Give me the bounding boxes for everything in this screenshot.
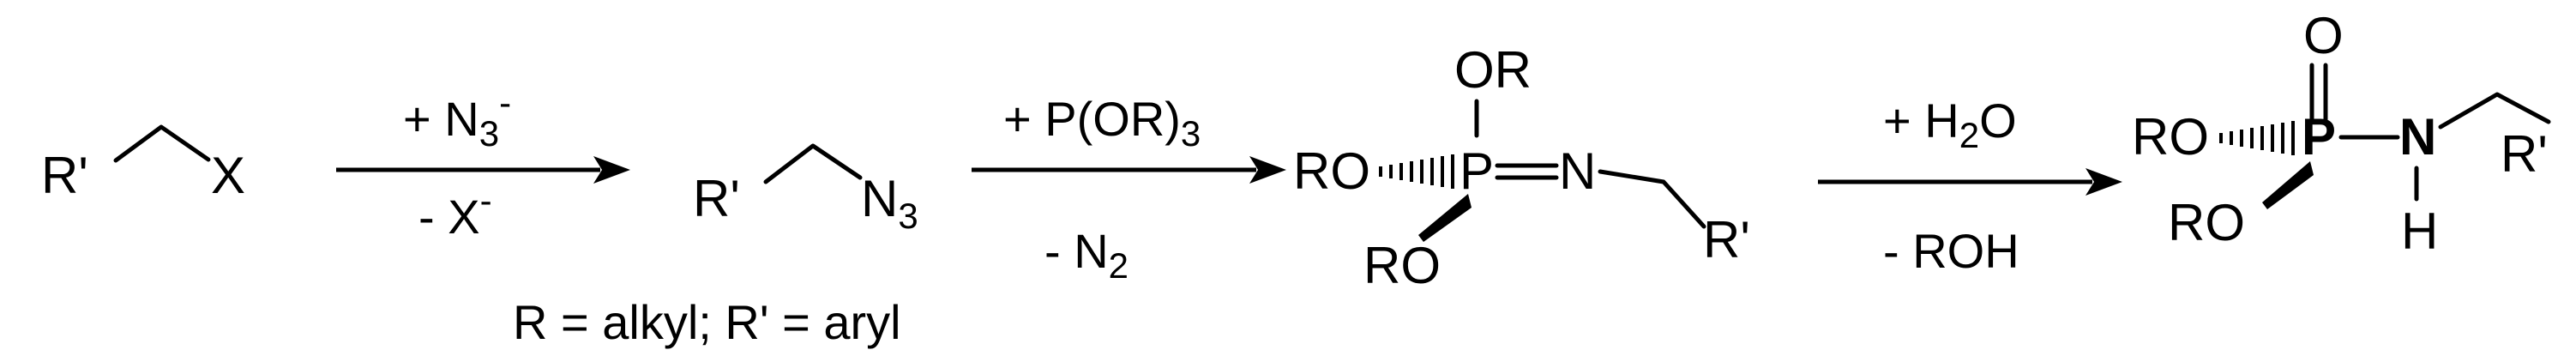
phosphorimidate-left-ro: RO: [1293, 142, 1370, 200]
reaction-arrow-2: [972, 156, 1286, 184]
wedged-bond-lower: [1418, 194, 1472, 242]
phosphoramidate-hydrogen: H: [2401, 202, 2438, 260]
phosphoramidate-phosphorus: P: [2302, 108, 2336, 166]
reaction-arrow-3: [1818, 168, 2122, 196]
alkyl-halide-bonds: [113, 124, 211, 163]
phosphoramidate-nitrogen: N: [2399, 108, 2436, 166]
azide-bonds: [763, 143, 863, 184]
azide-r-group: R': [693, 170, 740, 227]
alkyl-halide-r-group: R': [41, 147, 88, 204]
phosphorimidate-molecule: OR RO P N RO R': [1293, 41, 1750, 294]
phosphorimidate-lower-ro: RO: [1363, 237, 1441, 294]
alkyl-halide-leaving-group: X: [211, 147, 245, 204]
phosphoramidate-left-ro: RO: [2132, 108, 2209, 166]
phosphorimidate-phosphorus: P: [1460, 142, 1494, 200]
phosphorimidate-nitrogen: N: [1559, 142, 1596, 200]
byproduct-nitrogen: - N2: [1044, 224, 1129, 286]
p-n-double-bond: [1495, 163, 1559, 180]
n-ch2-bond: [1598, 169, 1706, 229]
substituent-legend: R = alkyl; R' = aryl: [513, 295, 901, 349]
hashed-bond-left: [1379, 154, 1454, 189]
reagent-water: + H2O: [1883, 94, 2017, 155]
reagent-azide-ion: + N3-: [403, 82, 511, 154]
alkyl-halide-molecule: R' X: [41, 124, 245, 204]
p-o-double-bond: [2309, 63, 2328, 123]
phosphoramidate-r-group: R': [2501, 125, 2548, 183]
wedged-bond-lower-2: [2262, 161, 2314, 209]
phosphorimidate-r-group: R': [1703, 211, 1750, 269]
azide-group: N3: [861, 170, 918, 236]
benzyl-azide-molecule: R' N3: [693, 143, 918, 236]
reagent-phosphite: + P(OR)3: [1003, 92, 1201, 154]
hashed-bond-left-2: [2219, 121, 2295, 155]
phosphoramidate-lower-ro: RO: [2168, 194, 2245, 251]
reaction-arrow-1: [336, 156, 630, 184]
n-ch2-r-bonds: [2438, 92, 2551, 130]
phosphoramidate-oxo: O: [2303, 7, 2344, 64]
byproduct-halide-ion: - X-: [418, 180, 492, 244]
byproduct-alcohol: - ROH: [1883, 224, 2019, 278]
phosphoramidate-molecule: O RO P N H RO R': [2132, 7, 2551, 260]
phosphorimidate-top-or: OR: [1454, 41, 1532, 99]
